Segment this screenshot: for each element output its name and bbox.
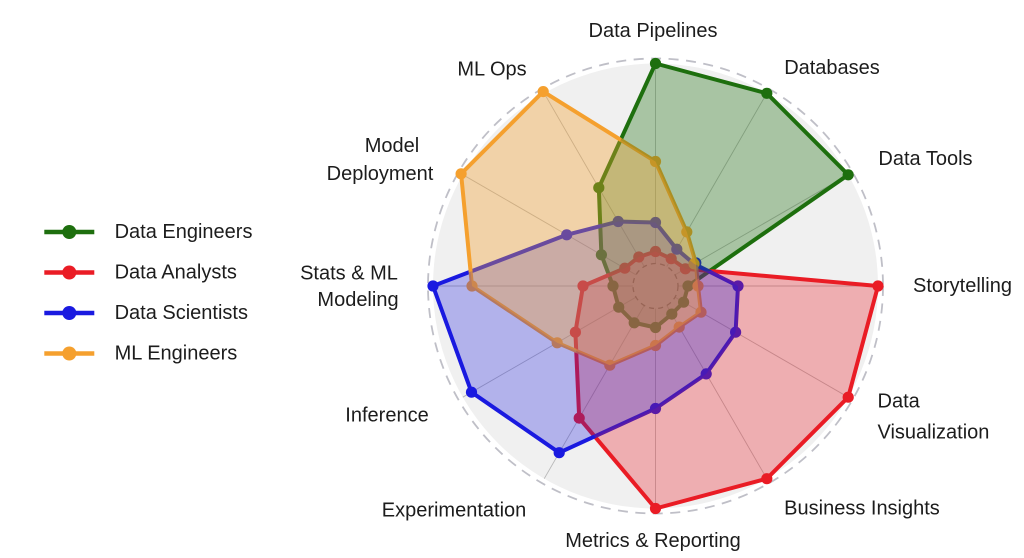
svg-text:Data Scientists: Data Scientists — [115, 302, 248, 324]
svg-text:Experimentation: Experimentation — [382, 500, 527, 522]
svg-text:Storytelling: Storytelling — [913, 275, 1012, 297]
svg-text:ML Ops: ML Ops — [457, 59, 526, 81]
svg-text:Visualization: Visualization — [878, 422, 990, 444]
svg-text:Model: Model — [365, 135, 419, 157]
svg-text:Databases: Databases — [784, 57, 880, 79]
svg-text:Inference: Inference — [345, 405, 428, 427]
svg-text:Modeling: Modeling — [317, 289, 398, 311]
svg-text:Data Tools: Data Tools — [878, 148, 972, 170]
svg-text:ML Engineers: ML Engineers — [115, 343, 238, 365]
svg-text:Stats & ML: Stats & ML — [300, 263, 398, 285]
svg-text:Business Insights: Business Insights — [784, 498, 940, 520]
svg-text:Data: Data — [878, 391, 921, 413]
svg-text:Deployment: Deployment — [327, 163, 434, 185]
svg-text:Data Pipelines: Data Pipelines — [589, 20, 718, 42]
svg-text:Data Engineers: Data Engineers — [115, 221, 253, 243]
svg-text:Metrics & Reporting: Metrics & Reporting — [565, 530, 741, 552]
svg-text:Data Analysts: Data Analysts — [115, 262, 237, 284]
